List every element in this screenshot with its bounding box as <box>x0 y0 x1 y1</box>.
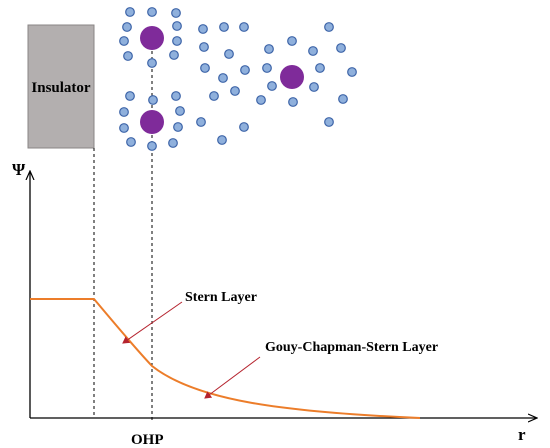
small-ion-icon <box>147 141 157 151</box>
small-ion-icon <box>309 82 319 92</box>
small-ion-icon <box>230 86 240 96</box>
stern-layer-label: Stern Layer <box>185 290 257 305</box>
small-ion-icon <box>288 97 298 107</box>
gcs-layer-label: Gouy-Chapman-Stern Layer <box>265 340 438 355</box>
psi-axis-label: Ψ <box>12 160 26 179</box>
small-ion-icon <box>324 117 334 127</box>
small-ion-icon <box>199 42 209 52</box>
small-ion-icon <box>239 22 249 32</box>
small-ion-icon <box>125 7 135 17</box>
small-ion-icon <box>171 8 181 18</box>
small-ion-icon <box>267 81 277 91</box>
small-ion-icon <box>200 63 210 73</box>
small-ion-icon <box>308 46 318 56</box>
small-ion-icon <box>125 91 135 101</box>
small-ion-icon <box>119 107 129 117</box>
ions-layer <box>119 7 357 151</box>
small-ion-icon <box>224 49 234 59</box>
potential-curve <box>30 298 421 419</box>
small-ion-icon <box>218 73 228 83</box>
small-ion-icon <box>219 22 229 32</box>
small-ion-icon <box>169 50 179 60</box>
ohp-label: OHP <box>131 432 164 448</box>
insulator-block <box>27 24 95 149</box>
small-ion-icon <box>126 137 136 147</box>
large-ion-icon <box>140 110 164 134</box>
small-ion-icon <box>217 135 227 145</box>
gcs-layer-pointer-arrow <box>204 356 261 399</box>
r-axis-label: r <box>518 425 526 444</box>
small-ion-icon <box>175 106 185 116</box>
large-ion-icon <box>280 65 304 89</box>
small-ion-icon <box>168 138 178 148</box>
small-ion-icon <box>122 22 132 32</box>
small-ion-icon <box>123 51 133 61</box>
small-ion-icon <box>262 63 272 73</box>
small-ion-icon <box>119 36 129 46</box>
small-ion-icon <box>324 22 334 32</box>
small-ion-icon <box>172 36 182 46</box>
small-ion-icon <box>148 95 158 105</box>
small-ion-icon <box>147 58 157 68</box>
large-ion-icon <box>140 26 164 50</box>
insulator-label: Insulator <box>31 80 91 96</box>
small-ion-icon <box>240 65 250 75</box>
small-ion-icon <box>172 21 182 31</box>
small-ion-icon <box>171 91 181 101</box>
small-ion-icon <box>287 36 297 46</box>
small-ion-icon <box>315 63 325 73</box>
small-ion-icon <box>198 24 208 34</box>
small-ion-icon <box>264 44 274 54</box>
small-ion-icon <box>256 95 266 105</box>
small-ion-icon <box>338 94 348 104</box>
small-ion-icon <box>336 43 346 53</box>
small-ion-icon <box>347 67 357 77</box>
small-ion-icon <box>196 117 206 127</box>
small-ion-icon <box>147 7 157 17</box>
small-ion-icon <box>209 91 219 101</box>
stern-layer-pointer-arrow <box>122 301 183 344</box>
small-ion-icon <box>239 122 249 132</box>
small-ion-icon <box>119 123 129 133</box>
small-ion-icon <box>173 122 183 132</box>
